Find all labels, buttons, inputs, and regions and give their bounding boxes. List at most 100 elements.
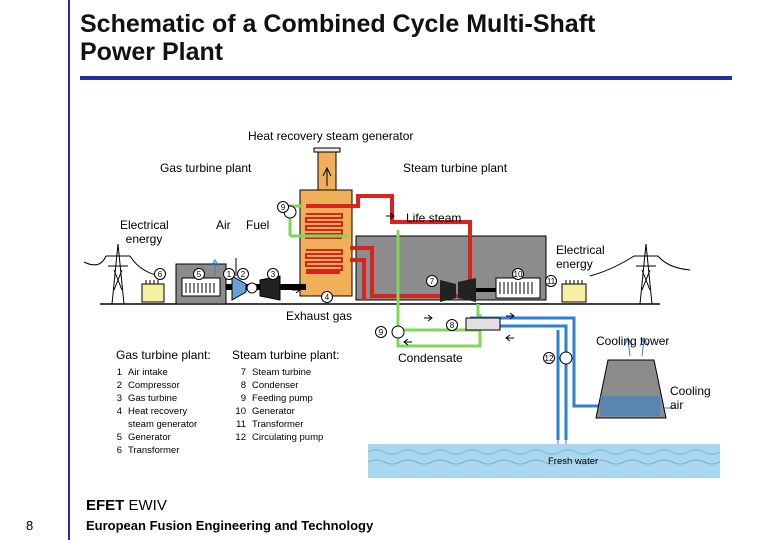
legend-item: 1 Air intake: [114, 366, 197, 379]
svg-text:7: 7: [430, 277, 435, 286]
condenser: [465, 317, 501, 331]
svg-text:3: 3: [271, 270, 276, 279]
legend-item: 9 Feeding pump: [230, 392, 323, 405]
marker-4: 4: [321, 291, 333, 303]
label-cooling-tower: Cooling tower: [596, 334, 670, 348]
marker-8: 8: [446, 319, 458, 331]
marker-10: 10: [512, 268, 524, 280]
legend-item: 2 Compressor: [114, 379, 197, 392]
legend-item: 10 Generator: [230, 405, 323, 418]
legend-item-text: Compressor: [128, 380, 180, 391]
page-number: 8: [26, 518, 34, 533]
legend-item-text: Condenser: [252, 380, 299, 391]
svg-text:2: 2: [241, 270, 246, 279]
svg-text:9: 9: [379, 328, 384, 337]
svg-text:4: 4: [325, 293, 330, 302]
svg-text:9: 9: [281, 203, 286, 212]
legend-item-number: 2: [116, 380, 122, 391]
marker-9a: 9: [277, 201, 289, 213]
legend-item-number: 5: [116, 432, 122, 443]
legend-item-number: 12: [235, 432, 246, 443]
cooling-water-lines: [470, 316, 620, 440]
label-condensate: Condensate: [398, 351, 463, 365]
svg-text:6: 6: [158, 270, 163, 279]
exhaust-flow-arrow: [292, 286, 301, 294]
legend-item-text: Heat recovery: [128, 406, 188, 417]
legend-item-text: Gas turbine: [128, 393, 178, 404]
legend-item-number: 3: [116, 393, 122, 404]
feeding-pump-icon: [391, 325, 405, 339]
marker-7: 7: [426, 275, 438, 287]
legend-item-text: Steam turbine: [252, 367, 312, 378]
legend-gas-heading: Gas turbine plant:: [116, 348, 211, 362]
legend-item: 4 Heat recovery: [114, 405, 197, 418]
legend-item: 8 Condenser: [230, 379, 323, 392]
title-line-1: Schematic of a Combined Cycle Multi-Shaf…: [80, 10, 596, 38]
water-intake: [557, 440, 567, 444]
return-flow-arrow: [403, 338, 412, 346]
legend-item-number: 4: [116, 406, 122, 417]
legend-item-number: 9: [240, 393, 246, 404]
left-sidebar: [0, 0, 70, 540]
cooling-flow-arrow-in: [505, 334, 514, 342]
cooling-flow-arrow-out: [506, 312, 515, 320]
legend-steam-heading: Steam turbine plant:: [232, 348, 340, 362]
legend-item-text: Feeding pump: [252, 393, 313, 404]
marker-9b: 9: [375, 326, 387, 338]
legend-item-text: Generator: [128, 432, 171, 443]
marker-11: 11: [545, 275, 557, 287]
pylon-right: [589, 243, 691, 305]
legend-item-number: [114, 418, 122, 431]
svg-text:1: 1: [227, 270, 232, 279]
legend-item: steam generator: [114, 418, 197, 431]
legend-gas-list: 1 Air intake 2 Compressor 3 Gas turbine 4 Heat …: [114, 366, 197, 457]
marker-5: 5: [193, 268, 205, 280]
footer-subtitle: European Fusion Engineering and Technolo…: [86, 518, 374, 533]
legend-item-number: 8: [240, 380, 246, 391]
steam-generator: [495, 277, 541, 299]
legend-item-text: Air intake: [128, 367, 168, 378]
marker-12: 12: [543, 352, 555, 364]
steam-turbine: [440, 278, 496, 302]
marker-2: 2: [237, 268, 249, 280]
label-fresh-water: Fresh water: [548, 456, 599, 467]
marker-3: 3: [267, 268, 279, 280]
legend-steam-list: 7 Steam turbine 8 Condenser 9 Feeding pump 10 G…: [230, 366, 323, 444]
legend-item-text: Generator: [252, 406, 295, 417]
steam-flow-arrow: [386, 212, 395, 220]
label-steam-plant: Steam turbine plant: [403, 161, 508, 175]
legend-item-number: 10: [235, 406, 246, 417]
legend-item: 7 Steam turbine: [230, 366, 323, 379]
legend-item-number: 6: [116, 445, 122, 456]
fresh-water-body: [367, 444, 721, 478]
legend-item: 5 Generator: [114, 431, 197, 444]
steam-lines: [306, 194, 472, 300]
marker-1: 1: [223, 268, 235, 280]
cooling-tower: [595, 336, 676, 419]
title-line-2: Power Plant: [80, 38, 224, 66]
legend-item-number: 11: [236, 419, 246, 430]
steam-generator-lines: [499, 282, 533, 294]
svg-text:11: 11: [547, 277, 556, 286]
label-air: Air: [216, 218, 231, 232]
legend-item: 12 Circulating pump: [230, 431, 323, 444]
legend-item-text: Transformer: [252, 419, 304, 430]
label-life-steam: Life steam: [406, 211, 462, 225]
transformer-right: [561, 280, 587, 303]
legend-item: 3 Gas turbine: [114, 392, 197, 405]
gas-turbine-shaft: [226, 275, 306, 301]
legend-item-number: 7: [240, 367, 246, 378]
gas-generator-lines: [185, 283, 215, 293]
footer-brand: EFET EWIV: [86, 497, 167, 514]
legend-item-text: Circulating pump: [252, 432, 324, 443]
label-fuel: Fuel: [246, 218, 270, 232]
condensate-flow-arrow: [424, 314, 433, 322]
legend-item-number: 1: [116, 367, 122, 378]
title-rule: [80, 76, 732, 80]
marker-6: 6: [154, 268, 166, 280]
